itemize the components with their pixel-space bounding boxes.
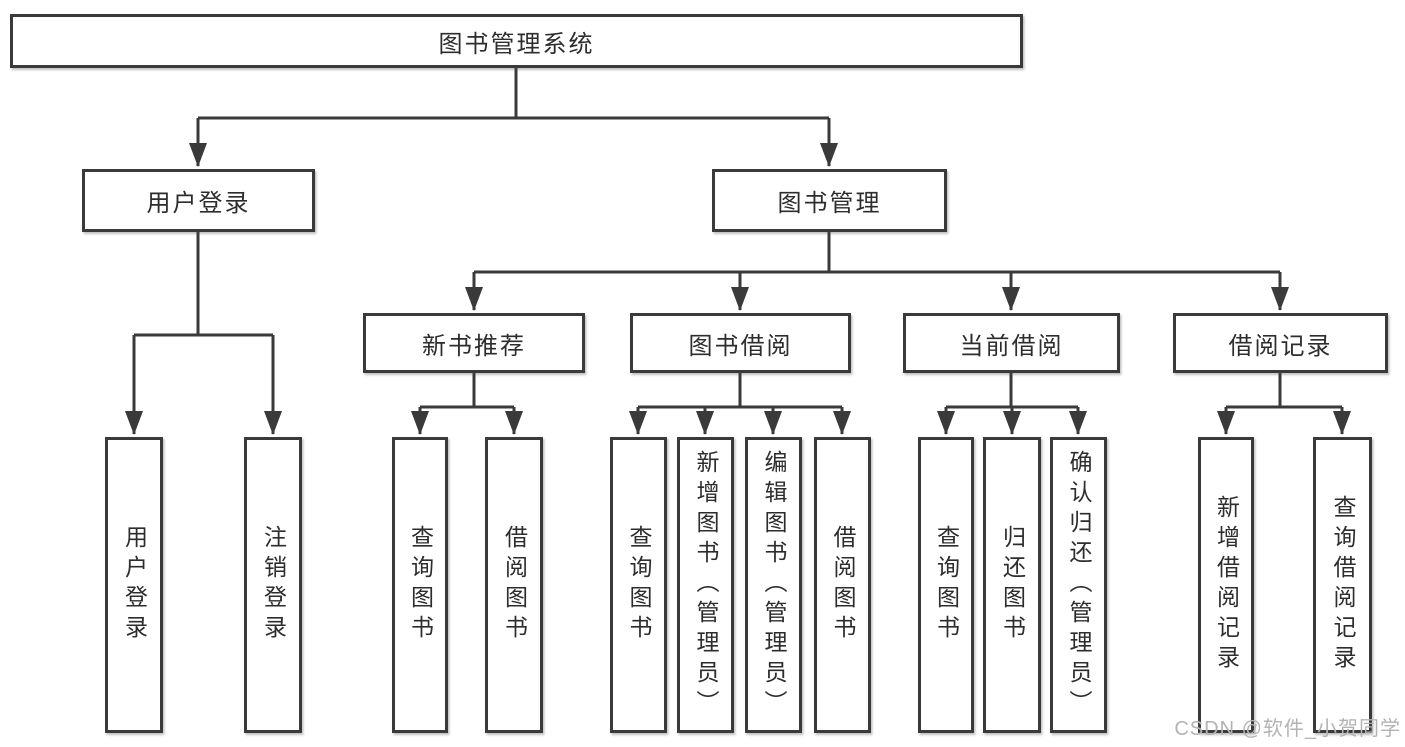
leaf-add-borrow-record: 新增借阅记录 — [1198, 437, 1254, 733]
leaf-return-books: 归还图书 — [983, 437, 1041, 733]
leaf-query-books-borrowing: 查询图书 — [610, 437, 667, 733]
node-user-login: 用户登录 — [82, 169, 315, 232]
leaf-label: 借阅图书 — [501, 525, 528, 645]
leaf-logout: 注销登录 — [244, 437, 302, 733]
leaf-user-login: 用户登录 — [105, 437, 163, 733]
leaf-label: 编辑图书（管理员） — [761, 450, 787, 720]
leaf-label: 确认归还（管理员） — [1066, 450, 1092, 720]
leaf-label: 新增借阅记录 — [1213, 495, 1240, 675]
node-borrowing-records: 借阅记录 — [1173, 313, 1388, 373]
leaf-label: 新增图书（管理员） — [693, 450, 719, 720]
node-book-borrowing: 图书借阅 — [630, 313, 851, 373]
leaf-query-books-current: 查询图书 — [918, 437, 974, 733]
leaf-borrow-books-borrowing: 借阅图书 — [814, 437, 871, 733]
leaf-borrow-books-recommend: 借阅图书 — [485, 437, 543, 733]
leaf-add-books-admin: 新增图书（管理员） — [677, 437, 734, 733]
node-current-borrowing: 当前借阅 — [903, 313, 1120, 373]
leaf-label: 用户登录 — [121, 525, 148, 645]
leaf-edit-books-admin: 编辑图书（管理员） — [745, 437, 802, 733]
leaf-label: 查询借阅记录 — [1330, 495, 1356, 675]
leaf-query-books-recommend: 查询图书 — [392, 437, 448, 733]
leaf-label: 查询图书 — [626, 525, 652, 645]
leaf-label: 归还图书 — [999, 525, 1026, 645]
leaf-label: 查询图书 — [407, 525, 434, 645]
leaf-confirm-return-admin: 确认归还（管理员） — [1050, 437, 1107, 733]
node-new-book-recommendation: 新书推荐 — [363, 313, 585, 373]
watermark: CSDN @软件_小贺同学 — [1174, 718, 1401, 740]
leaf-label: 查询图书 — [933, 525, 960, 645]
leaf-query-borrow-record: 查询借阅记录 — [1313, 437, 1372, 733]
node-library-management-system: 图书管理系统 — [10, 14, 1023, 68]
leaf-label: 注销登录 — [260, 525, 287, 645]
node-book-management: 图书管理 — [712, 169, 947, 232]
leaf-label: 借阅图书 — [830, 525, 856, 645]
